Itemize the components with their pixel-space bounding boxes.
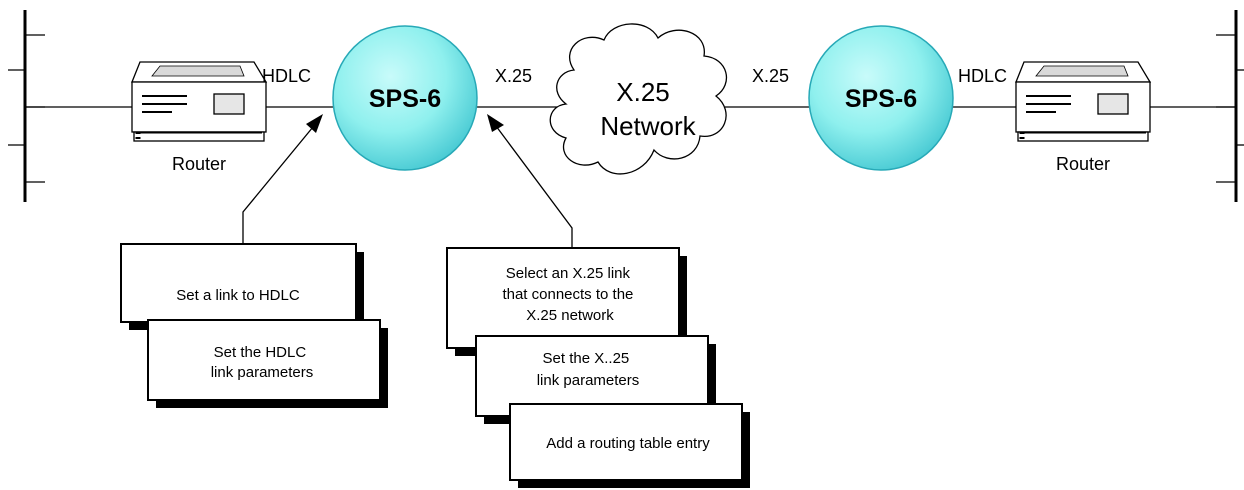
step-text: Set the X..25 link parameters bbox=[537, 350, 640, 389]
step-text: Select an X.25 link that connects to the… bbox=[502, 265, 637, 324]
callout-arrow bbox=[495, 125, 573, 248]
right-lan-bus bbox=[1216, 10, 1244, 202]
arrow-head-icon bbox=[487, 114, 504, 132]
step-text: Add a routing table entry bbox=[546, 435, 710, 452]
link-label-x25: X.25 bbox=[752, 66, 789, 86]
router-ribs bbox=[136, 132, 262, 142]
step-card-hdlc-2 bbox=[147, 319, 388, 408]
router-label: Router bbox=[172, 154, 226, 174]
arrow-head-icon bbox=[306, 114, 323, 133]
link-label-x25: X.25 bbox=[495, 66, 532, 86]
router-label: Router bbox=[1056, 154, 1110, 174]
sps-switch-label: SPS-6 bbox=[845, 85, 917, 113]
link-label-hdlc: HDLC bbox=[958, 66, 1007, 86]
sps-switch-sphere bbox=[332, 25, 478, 171]
link-label-hdlc: HDLC bbox=[262, 66, 311, 86]
router-icon bbox=[1015, 61, 1152, 142]
x25-network-cloud bbox=[549, 23, 727, 175]
cloud-label-line2: Network bbox=[600, 111, 696, 141]
router-ribs bbox=[1020, 132, 1146, 142]
step-text: Set a link to HDLC bbox=[176, 287, 300, 304]
step-text: Set the HDLC link parameters bbox=[211, 344, 314, 381]
router-icon bbox=[131, 61, 268, 142]
left-lan-bus bbox=[8, 10, 45, 202]
step-card-hdlc-1 bbox=[120, 243, 364, 330]
sps-switch-sphere bbox=[808, 25, 954, 171]
step-card-x25-3 bbox=[509, 403, 750, 488]
callout-arrow bbox=[242, 126, 314, 244]
sps-switch-label: SPS-6 bbox=[369, 85, 441, 113]
cloud-label-line1: X.25 bbox=[616, 77, 670, 107]
